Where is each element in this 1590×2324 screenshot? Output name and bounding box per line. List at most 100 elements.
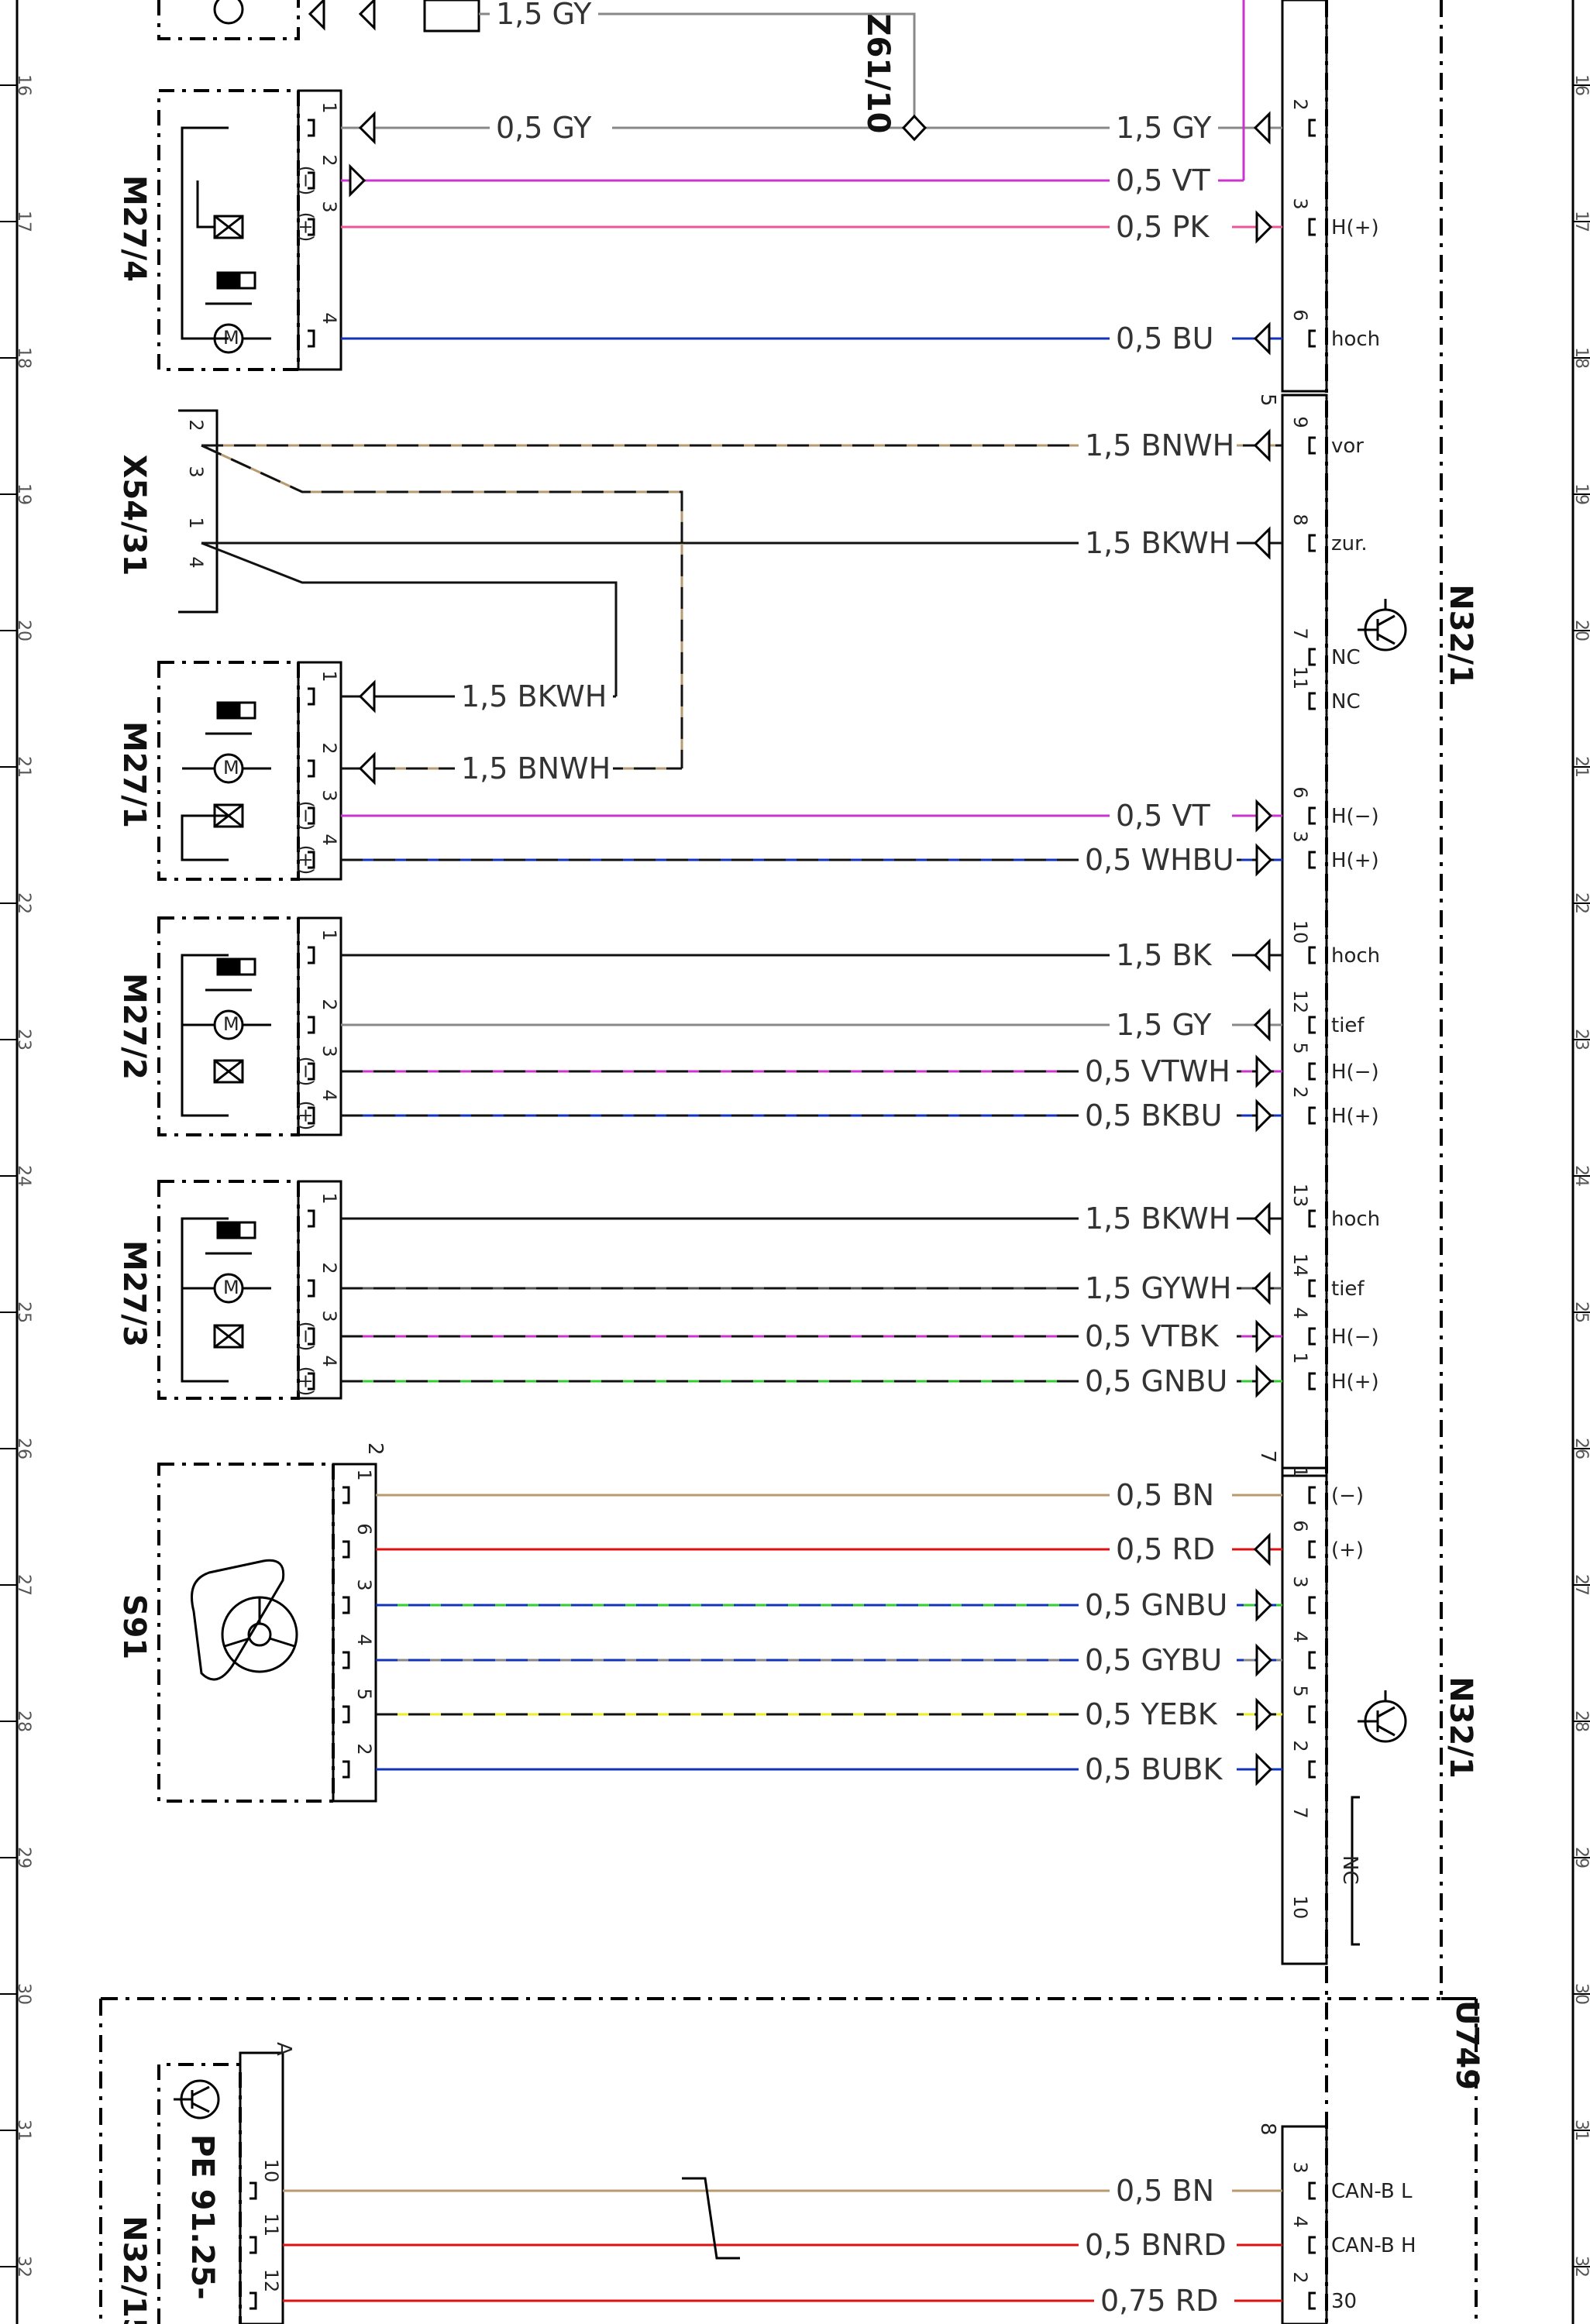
- left-pin-label: (+): [295, 845, 317, 875]
- pin-arrow: [1255, 1697, 1273, 1731]
- ruler-number-left: 24: [14, 1165, 33, 1187]
- wire-label: 1,5 GY: [1116, 1008, 1212, 1042]
- pin-terminal: [308, 218, 315, 236]
- right-pin-label: (−): [1331, 1484, 1364, 1508]
- wire-label-bg: [455, 748, 613, 789]
- ruler-number-left: 22: [14, 892, 33, 914]
- right-pin-number: 12: [1289, 990, 1311, 1014]
- right-pin-number: 3: [1289, 1576, 1311, 1587]
- transistor-symbols: [174, 599, 1407, 2119]
- wire-label-bg: [1079, 1694, 1237, 1734]
- wire-label-bg: [1079, 523, 1237, 563]
- right-pin-number: 4: [1289, 1307, 1311, 1318]
- wire-label-bg: [1110, 1005, 1232, 1045]
- wire-label: 0,5 VT: [1116, 799, 1211, 833]
- right-pin-label: tief: [1331, 1014, 1365, 1037]
- pin-terminal: [308, 1016, 315, 1034]
- right-pin-label: hoch: [1331, 328, 1380, 351]
- right-pin-number: 11: [1289, 666, 1311, 690]
- transistor-icon: [174, 2079, 220, 2119]
- right-pin-number: 2: [1289, 98, 1311, 110]
- ruler-number-left: 30: [14, 1983, 33, 2005]
- wire-label: 0,5 VTWH: [1085, 1054, 1230, 1088]
- component-labels: M27/4 X54/31 M27/1 M27/2 M27/3 S91 N32/1…: [116, 14, 1485, 2324]
- ruler-number-left: 29: [14, 1847, 33, 1868]
- wire-label: 0,5 BKBU: [1085, 1098, 1222, 1133]
- pin-arrow: [1253, 526, 1271, 560]
- pin-arrow: [358, 111, 376, 145]
- right-pin-label: H(+): [1331, 1370, 1379, 1394]
- pin-terminal: [1308, 1372, 1316, 1391]
- pin-terminal: [1308, 218, 1316, 236]
- wire-label: 0,75 RD: [1100, 2284, 1218, 2318]
- left-pin-label: (−): [295, 1322, 317, 1352]
- left-ruler: [15, 0, 19, 2324]
- wire-label-bg: [1079, 425, 1237, 466]
- nc-range-from: 7: [1289, 1807, 1311, 1818]
- pin-terminal: [308, 806, 315, 825]
- right-pin-number: 5: [1289, 1042, 1311, 1054]
- pin-terminal: [1308, 1106, 1316, 1125]
- component-label-z61-10: Z61/10: [860, 14, 896, 134]
- wire-label-bg: [1079, 1051, 1237, 1092]
- connector-label-5: 5: [1256, 394, 1279, 407]
- ruler-number-left: 27: [14, 1574, 33, 1596]
- ruler-number-right: 29: [1571, 1847, 1590, 1868]
- left-pin-number: 4: [318, 834, 340, 845]
- pin-terminal: [250, 2236, 257, 2254]
- left-pin-number: 12: [260, 2269, 282, 2293]
- svg-text:M: M: [223, 1013, 239, 1035]
- right-pin-label: hoch: [1331, 944, 1380, 968]
- wire-label: 0,5 WHBU: [1085, 843, 1234, 877]
- right-pin-labels: 23H(+)6hoch9vor8zur.7NC11NC6H(−)3H(+)10h…: [1289, 98, 1416, 2313]
- left-pin-label: (+): [295, 1101, 317, 1131]
- wire-label-bg: [1079, 1640, 1237, 1680]
- pin-arrow: [308, 0, 325, 31]
- right-pin-number: 3: [1289, 2161, 1311, 2173]
- wire-label: 0,5 RD: [1116, 1532, 1215, 1566]
- motor-icon: M: [182, 271, 271, 354]
- wire-label: 1,5 GY: [1116, 111, 1212, 145]
- wire-label: 1,5 BKWH: [1085, 1202, 1230, 1236]
- pin-terminal: [308, 329, 315, 348]
- wire-label: 1,5 BNWH: [461, 751, 611, 786]
- left-pin-number: 2: [318, 1262, 340, 1274]
- wire-label: 1,5 BNWH: [1085, 428, 1234, 462]
- ruler-number-right: 21: [1571, 756, 1590, 778]
- right-connector-strips: [1281, 0, 1328, 2324]
- ruler-number-left: 17: [14, 211, 33, 232]
- right-pin-label: (+): [1331, 1538, 1364, 1562]
- pin-terminal: [1308, 648, 1316, 666]
- ruler-number-left: 25: [14, 1301, 33, 1323]
- pin-arrow: [358, 751, 376, 786]
- ruler-number-right: 20: [1571, 620, 1590, 641]
- left-pin-number: 6: [353, 1523, 375, 1535]
- pin-terminal: [1308, 1486, 1316, 1504]
- pin-terminal: [1308, 1062, 1316, 1081]
- ruler-number-right: 17: [1571, 211, 1590, 232]
- ruler-number-left: 26: [14, 1438, 33, 1459]
- ruler-number-right: 23: [1571, 1029, 1590, 1050]
- wire-label: 0,5 BNRD: [1085, 2228, 1227, 2262]
- wire-label-bg: [1110, 796, 1232, 836]
- wire-label: 1,5 GYWH: [1085, 1271, 1231, 1305]
- right-pin-number: 1: [1289, 1466, 1311, 1477]
- wire-label: 0,5 BN: [1116, 2174, 1214, 2208]
- wire-label-bg: [1110, 1529, 1232, 1569]
- pin-terminal: [342, 1540, 350, 1559]
- wire-label-bg: [490, 108, 612, 148]
- pin-arrow: [358, 679, 376, 713]
- pin-terminal: [1308, 1760, 1316, 1779]
- left-pin-labels: 12(−)3(+)42314123(−)4(+)123(−)4(+)123(−)…: [185, 101, 375, 2310]
- left-pin-number: 4: [318, 312, 340, 324]
- right-pin-number: 1: [1289, 1352, 1311, 1363]
- wire-label-bg: [455, 676, 613, 717]
- wire-label-bg: [1110, 1475, 1232, 1515]
- wire-label-bg: [1110, 935, 1232, 975]
- pin-terminal: [1308, 1651, 1316, 1669]
- wire-label: 0,5 GYBU: [1085, 1643, 1222, 1677]
- pin-terminal: [1308, 329, 1316, 348]
- component-label-m27-1: M27/1: [116, 721, 152, 828]
- ruler-number-right: 18: [1571, 347, 1590, 369]
- wire-label-bg: [1079, 2225, 1237, 2265]
